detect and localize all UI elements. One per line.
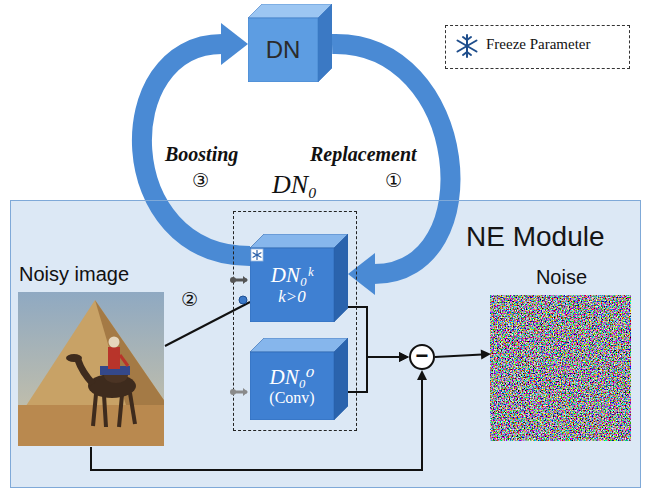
panel-title-holder: NE Module — [466, 221, 605, 253]
cube-side — [334, 338, 348, 420]
arrow-head — [348, 253, 375, 295]
connector — [348, 307, 409, 362]
connector — [348, 352, 409, 392]
image-panel: Noise — [491, 266, 632, 442]
image-title-holder: Noisy image — [19, 263, 165, 286]
switch-plug — [230, 276, 248, 284]
node-subtitle: (Conv) — [269, 389, 314, 407]
image-title-holder: Noise — [491, 266, 632, 289]
cube-label: DN₀⁰(Conv) — [250, 352, 334, 420]
cube-side — [318, 4, 332, 82]
connector-line — [165, 302, 250, 346]
operator-sign: − — [416, 345, 429, 367]
model-cube: DN — [248, 4, 332, 82]
cube-side — [334, 234, 348, 322]
cube-front — [248, 18, 318, 82]
cube-front — [250, 248, 334, 322]
callout-number: ① — [385, 170, 402, 192]
connector — [435, 350, 491, 360]
arrow-head — [399, 352, 409, 362]
connector-line — [348, 307, 400, 357]
noisy-photo — [18, 292, 164, 446]
image-title: Noisy image — [19, 263, 165, 286]
cube-top — [248, 4, 332, 18]
label-holder: ① — [385, 170, 402, 192]
model-cube: DN₀ᵏk>0 — [250, 234, 348, 322]
edge-label: Replacement — [310, 143, 417, 166]
callout-number: ③ — [192, 170, 209, 192]
arrow-head — [417, 370, 427, 380]
cube-label: DN₀ᵏk>0 — [250, 248, 334, 322]
flow-arrow — [332, 44, 450, 295]
arrow-head — [481, 350, 491, 360]
cube-label: DN — [248, 18, 318, 82]
connector — [165, 302, 250, 346]
group-title: DN₀ — [234, 170, 355, 200]
model-cube: DN₀⁰(Conv) — [250, 338, 348, 420]
edge-label-holder: Boosting — [165, 143, 238, 166]
arrow-head — [399, 352, 409, 362]
connector-line — [435, 354, 482, 357]
subtract-circle: − — [409, 344, 435, 370]
callout-number: ② — [181, 289, 198, 311]
switch-contact — [239, 296, 247, 304]
node-title: DN — [266, 36, 301, 64]
freeze-icon — [251, 249, 263, 261]
label-holder: ② — [181, 289, 198, 311]
switch-plug — [230, 388, 248, 396]
legend-box: Freeze Parameter — [445, 25, 630, 69]
image-panel: Noisy image — [19, 263, 165, 447]
edge-label: Boosting — [165, 143, 238, 166]
noise-image — [490, 295, 631, 441]
module-panel: NE ModuleDN₀DN₀ᵏk>0DN₀⁰(Conv)Noisy image… — [10, 200, 641, 488]
legend-text: Freeze Parameter — [486, 36, 591, 53]
legend-row: Freeze Parameter — [486, 36, 591, 53]
label-holder: ③ — [192, 170, 209, 192]
edge-label-holder: Replacement — [310, 143, 417, 166]
image-title: Noise — [491, 266, 632, 289]
freeze-icon — [458, 35, 477, 57]
arrow-head — [221, 23, 248, 65]
group-box: DN₀DN₀ᵏk>0DN₀⁰(Conv) — [233, 211, 357, 431]
cube-front — [250, 352, 334, 420]
node-title: DN₀⁰ — [270, 365, 315, 389]
connector-line — [348, 357, 400, 392]
node-title: DN₀ᵏ — [271, 263, 313, 287]
node-subtitle: k>0 — [278, 287, 306, 307]
cube-top — [250, 234, 348, 248]
panel-title: NE Module — [466, 221, 605, 253]
cube-top — [250, 338, 348, 352]
group-title-holder: DN₀ — [234, 170, 355, 200]
